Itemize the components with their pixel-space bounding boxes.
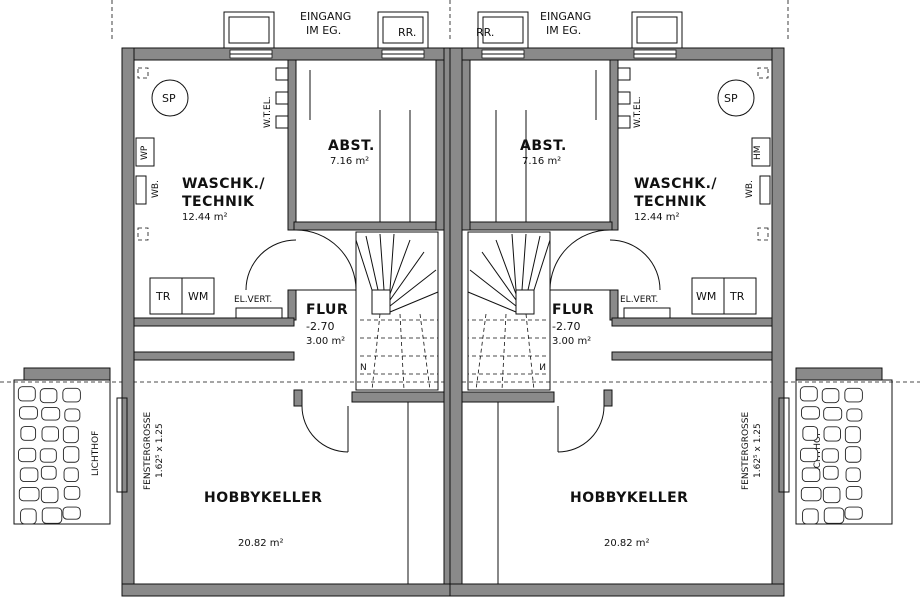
lightwell-stone	[63, 467, 79, 483]
lightwell-stone	[41, 507, 63, 524]
room-abst-label-left: ABST.	[328, 138, 375, 154]
storage-symbol-left: SP	[162, 92, 176, 105]
room-hobby-label-left: HOBBYKELLER	[204, 490, 322, 506]
lightwell-stone	[20, 426, 37, 441]
room-hobby-area-left: 20.82 m²	[238, 538, 284, 549]
room-hobby-label-right: HOBBYKELLER	[570, 490, 688, 506]
washer-label-right: WM	[696, 290, 716, 303]
lightwell-stone	[845, 467, 861, 483]
room-technik-label-right: TECHNIK	[634, 194, 707, 210]
lightwell-stone	[39, 388, 58, 404]
wtel-label-right: W.T.EL.	[633, 96, 643, 128]
rr-label-left: RR.	[398, 26, 416, 39]
lightwell-label-left: LICHTHOF	[91, 431, 101, 476]
window-size-value-right: 1.62⁵ x 1.25	[753, 423, 763, 478]
room-abst-area-left: 7.16 m²	[330, 156, 369, 167]
room-flur-level-left: -2.70	[306, 320, 334, 333]
room-waschk-area-left: 12.44 m²	[182, 212, 228, 223]
window-size-title-left: FENSTERGROSSE	[143, 412, 153, 490]
lightwell-stone	[822, 486, 841, 504]
lightwell-stone	[823, 407, 843, 421]
room-abst-label-right: ABST.	[520, 138, 567, 154]
lightwell-stone	[63, 485, 81, 500]
lightwell-stone	[800, 487, 822, 502]
lightwell-stone	[801, 406, 820, 420]
room-waschk-label-left: WASCHK./	[182, 176, 265, 192]
room-abst-area-right: 7.16 m²	[522, 156, 561, 167]
lightwell-stone	[18, 487, 40, 502]
entry-sub-label-right: IM EG.	[546, 24, 581, 37]
lightwell-stone	[821, 448, 839, 463]
lightwell-stones-right	[799, 386, 863, 525]
lightwell-stone	[846, 408, 863, 422]
lightwell-stone	[801, 467, 821, 483]
wtel-label-left: W.T.EL.	[263, 96, 273, 128]
lightwell-stone	[19, 467, 39, 483]
lightwell-stone	[802, 426, 819, 441]
lightwell-stone	[844, 446, 862, 463]
lightwell-stone	[823, 426, 841, 442]
window-size-title-right: FENSTERGROSSE	[741, 412, 751, 490]
room-flur-label-left: FLUR	[306, 302, 348, 318]
lightwell-stone	[40, 465, 57, 480]
elvert-label-right: EL.VERT.	[620, 295, 658, 305]
room-technik-label-left: TECHNIK	[182, 194, 255, 210]
storage-symbol-right: SP	[724, 92, 738, 105]
lightwell-stone	[41, 407, 61, 421]
lightwell-stones-left	[17, 386, 81, 525]
pump-label-right: HM	[753, 145, 763, 160]
lightwell-stone	[823, 507, 845, 524]
entry-label-left: EINGANG	[300, 10, 351, 23]
labels-left: EINGANG IM EG. RR. SP WP WB. W.T.EL. WAS…	[91, 10, 416, 549]
rr-label-right: RR.	[476, 26, 494, 39]
pump-label-left: WP	[140, 145, 150, 160]
lightwell-stone	[822, 465, 839, 480]
lightwell-stone	[802, 508, 819, 525]
entry-label-right: EINGANG	[540, 10, 591, 23]
lightwell-stone	[18, 447, 37, 463]
room-waschk-area-right: 12.44 m²	[634, 212, 680, 223]
room-flur-label-right: FLUR	[552, 302, 594, 318]
window-size-value-left: 1.62⁵ x 1.25	[155, 423, 165, 478]
room-flur-level-right: -2.70	[552, 320, 580, 333]
lightwell-stone	[844, 506, 863, 520]
lightwell-stone	[62, 446, 80, 463]
lightwell-stone	[844, 387, 863, 403]
room-flur-area-right: 3.00 m²	[552, 336, 591, 347]
lightwell-stone	[799, 386, 818, 402]
wb-label-left: WB.	[151, 180, 161, 198]
elvert-label-left: EL.VERT.	[234, 295, 272, 305]
wb-label-right: WB.	[745, 180, 755, 198]
lightwell-stone	[62, 506, 81, 520]
lightwell-stone	[39, 448, 57, 463]
lightwell-stone	[62, 426, 79, 444]
room-flur-area-left: 3.00 m²	[306, 336, 345, 347]
lightwell-stone	[41, 426, 59, 442]
lightwell-stone	[17, 386, 36, 402]
lightwell-stone	[800, 447, 819, 463]
dryer-label-right: TR	[729, 290, 745, 303]
lightwell-stone	[845, 485, 863, 500]
room-waschk-label-right: WASCHK./	[634, 176, 717, 192]
lightwell-stone	[821, 388, 840, 404]
washer-label-left: WM	[188, 290, 208, 303]
entry-sub-label-left: IM EG.	[306, 24, 341, 37]
dryer-label-left: TR	[155, 290, 171, 303]
lightwell-stone	[20, 508, 37, 525]
lightwell-stone	[64, 408, 81, 422]
room-hobby-area-right: 20.82 m²	[604, 538, 650, 549]
lightwell-stone	[62, 387, 81, 403]
lightwell-stone	[40, 486, 59, 504]
lightwell-stone	[19, 406, 38, 420]
labels-right: EINGANG IM EG. RR. SP HM WB. W.T.EL. WAS…	[476, 10, 823, 549]
lightwell-stone	[844, 426, 861, 444]
